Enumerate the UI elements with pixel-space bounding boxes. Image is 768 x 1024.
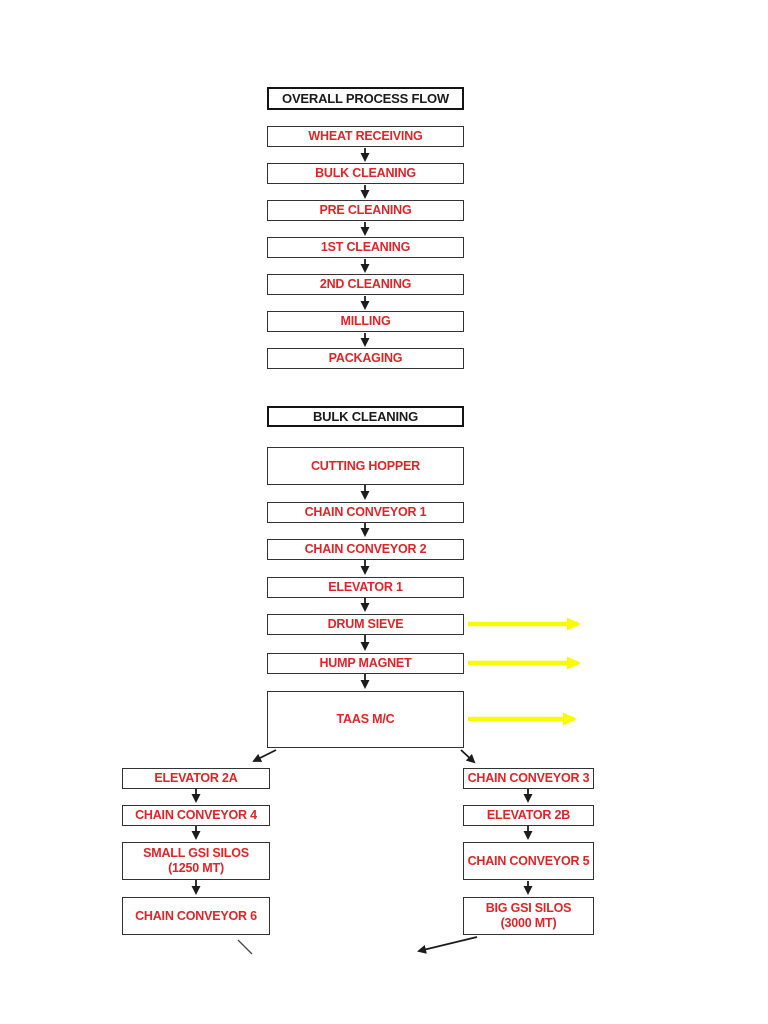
node-chain-conveyor-5: CHAIN CONVEYOR 5: [463, 842, 594, 880]
node-label: CUTTING HOPPER: [310, 458, 420, 473]
node-label: ELEVATOR 2A: [154, 771, 238, 785]
node-2nd-cleaning: 2ND CLEANING: [267, 274, 464, 295]
node-label: MILLING: [340, 314, 391, 328]
node-sublabel: (3000 MT): [500, 916, 557, 930]
chain-conveyor-6-exit-line: [237, 939, 253, 955]
node-elevator-2b: ELEVATOR 2B: [463, 805, 594, 826]
node-1st-cleaning: 1ST CLEANING: [267, 237, 464, 258]
node-taas-mc: TAAS M/C: [267, 691, 464, 748]
node-label: WHEAT RECEIVING: [308, 129, 423, 143]
node-label: CHAIN CONVEYOR 4: [135, 808, 257, 822]
node-label: PRE CLEANING: [319, 203, 412, 217]
node-label: 2ND CLEANING: [319, 277, 412, 291]
flow1-title: OVERALL PROCESS FLOW: [282, 91, 449, 106]
node-pre-cleaning: PRE CLEANING: [267, 200, 464, 221]
node-label: BULK CLEANING: [315, 166, 416, 180]
node-chain-conveyor-4: CHAIN CONVEYOR 4: [122, 805, 270, 826]
node-label: 1ST CLEANING: [320, 240, 411, 254]
flow1-title-box: OVERALL PROCESS FLOW: [267, 87, 464, 110]
node-chain-conveyor-1: CHAIN CONVEYOR 1: [267, 502, 464, 523]
node-small-gsi-silos: SMALL GSI SILOS (1250 MT): [122, 842, 270, 880]
node-label: ELEVATOR 2B: [486, 808, 571, 822]
node-milling: MILLING: [267, 311, 464, 332]
node-label: PACKAGING: [328, 351, 403, 365]
node-label: TAAS M/C: [336, 712, 395, 726]
flow2-title-box: BULK CLEANING: [267, 406, 464, 427]
node-label: HUMP MAGNET: [319, 656, 412, 670]
flow2-title: BULK CLEANING: [312, 409, 418, 424]
taas-split-arrows: [252, 749, 476, 764]
node-label: CHAIN CONVEYOR 1: [304, 505, 427, 519]
node-cutting-hopper: CUTTING HOPPER: [267, 447, 464, 485]
node-label: CHAIN CONVEYOR 3: [467, 771, 590, 785]
node-sublabel: (1250 MT): [168, 861, 224, 875]
node-label: CHAIN CONVEYOR 2: [304, 542, 427, 556]
node-elevator-2a: ELEVATOR 2A: [122, 768, 270, 789]
node-drum-sieve: DRUM SIEVE: [267, 614, 464, 635]
node-bulk-cleaning: BULK CLEANING: [267, 163, 464, 184]
node-label: SMALL GSI SILOS: [143, 846, 249, 860]
yellow-output-arrows: [468, 617, 581, 726]
node-label: DRUM SIEVE: [327, 617, 404, 631]
node-hump-magnet: HUMP MAGNET: [267, 653, 464, 674]
node-label: BIG GSI SILOS: [485, 901, 572, 915]
node-chain-conveyor-2: CHAIN CONVEYOR 2: [267, 539, 464, 560]
node-chain-conveyor-6: CHAIN CONVEYOR 6: [122, 897, 270, 935]
node-label: CHAIN CONVEYOR 5: [467, 853, 590, 868]
node-wheat-receiving: WHEAT RECEIVING: [267, 126, 464, 147]
node-chain-conveyor-3: CHAIN CONVEYOR 3: [463, 768, 594, 789]
node-packaging: PACKAGING: [267, 348, 464, 369]
big-gsi-silos-exit-arrow: [417, 936, 478, 954]
node-elevator-1: ELEVATOR 1: [267, 577, 464, 598]
node-label: CHAIN CONVEYOR 6: [135, 908, 257, 923]
node-big-gsi-silos: BIG GSI SILOS (3000 MT): [463, 897, 594, 935]
node-label: ELEVATOR 1: [328, 580, 403, 594]
